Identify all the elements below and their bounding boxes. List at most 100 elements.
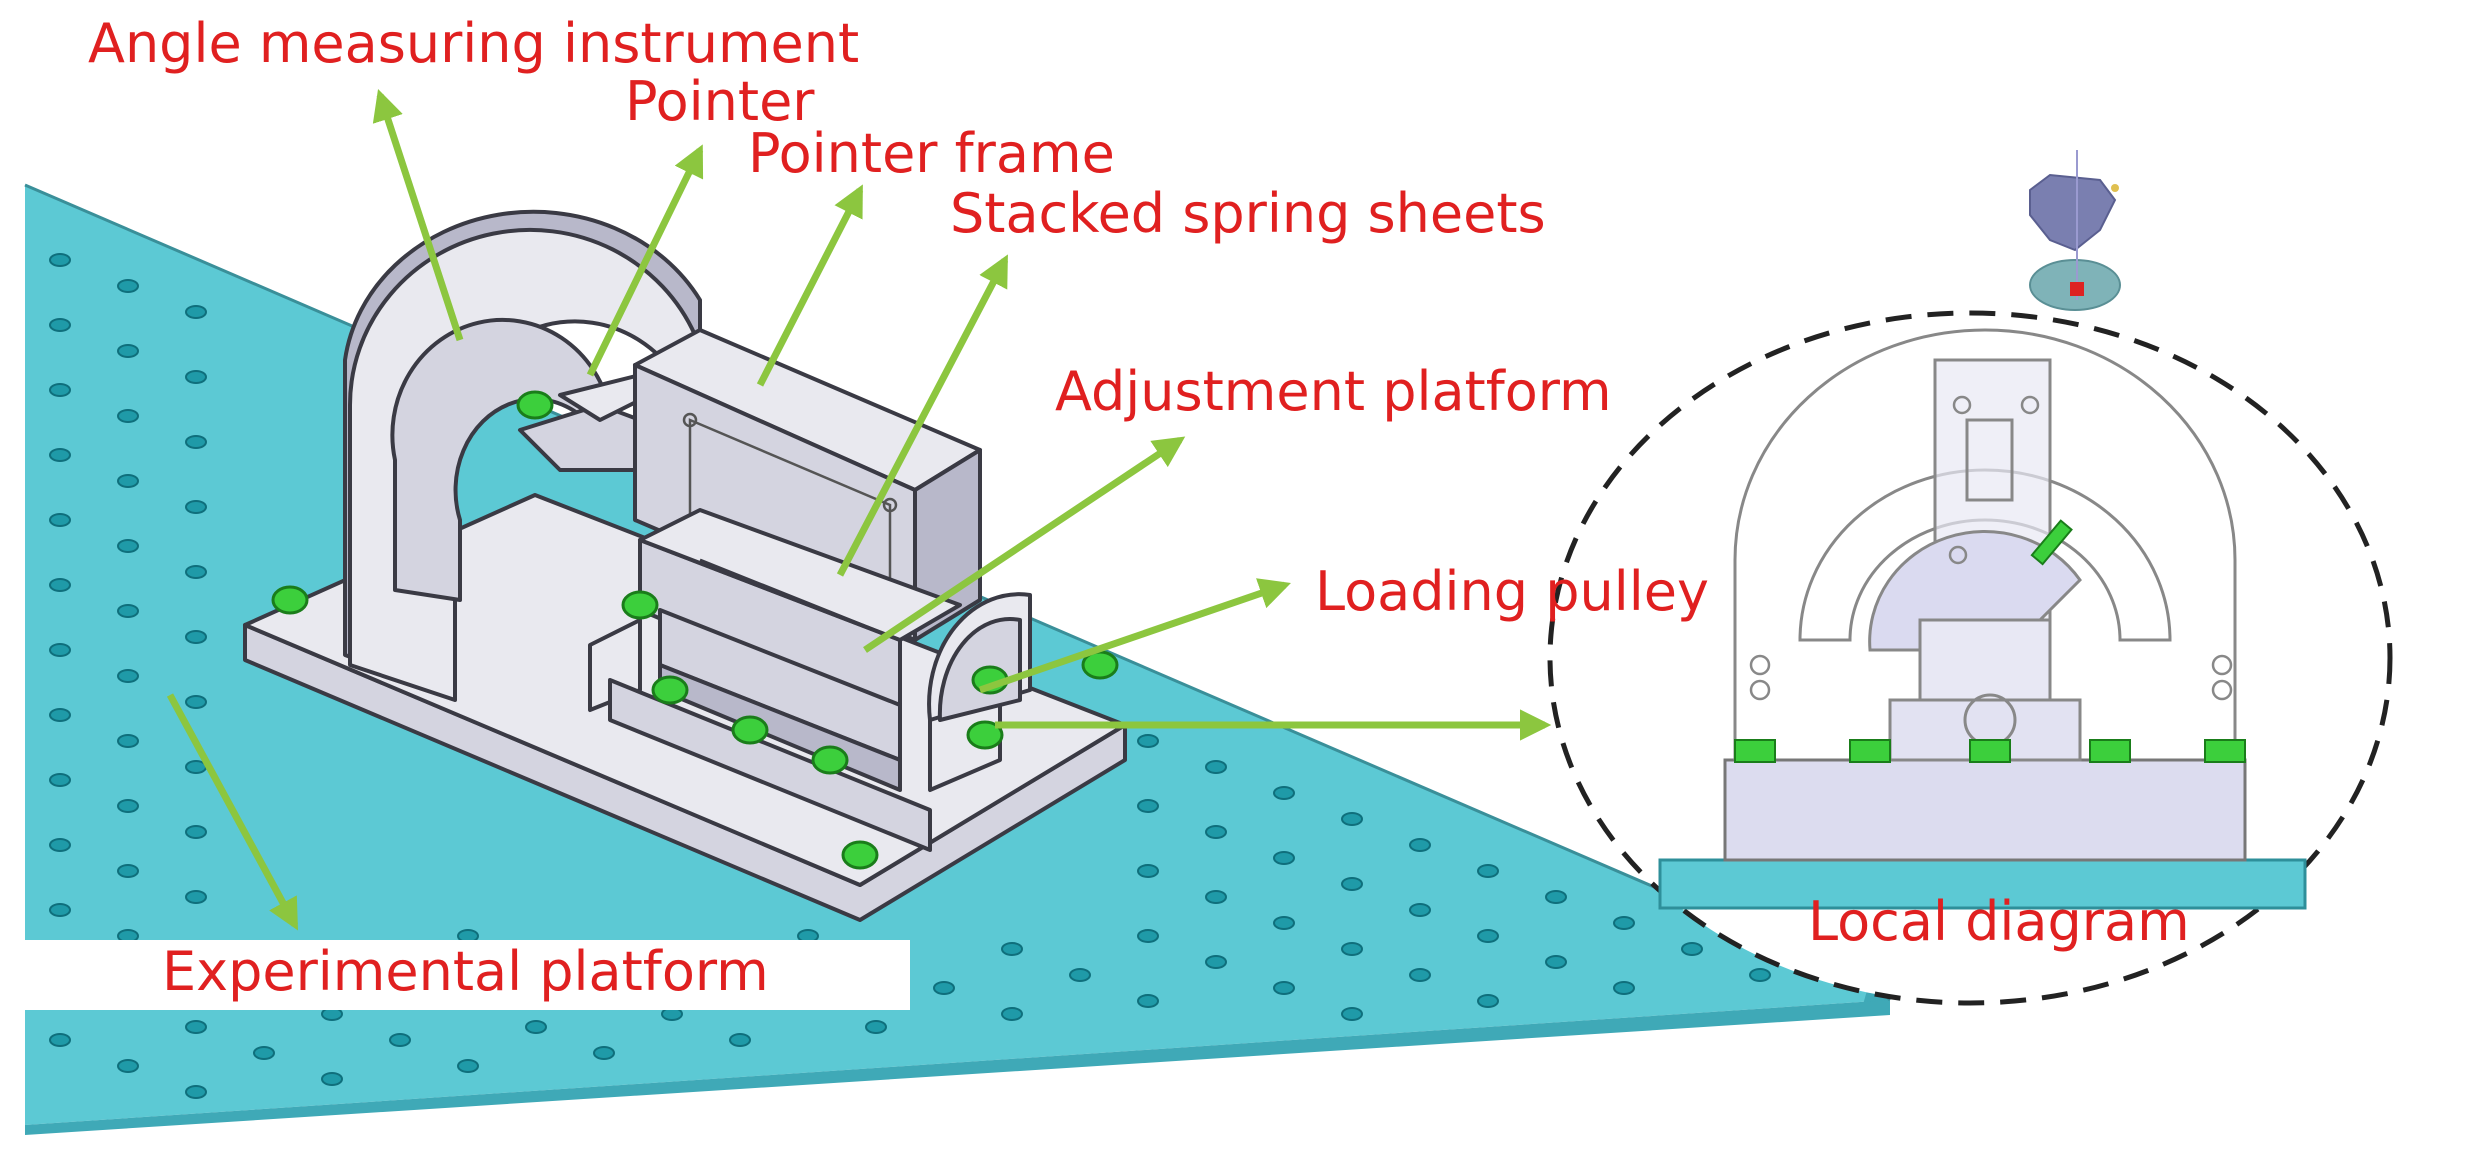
arrow-pointer-frame — [756, 184, 864, 387]
label-pointer-frame: Pointer frame — [748, 122, 1115, 185]
bolt-icon — [2089, 739, 2131, 763]
bolt-icon — [271, 585, 309, 615]
platform-hole — [321, 1072, 343, 1086]
platform-hole — [1409, 838, 1431, 852]
label-adjustment-platform: Adjustment platform — [1055, 360, 1612, 423]
stacked-spring-sheets — [638, 508, 962, 792]
platform-hole — [49, 253, 71, 267]
platform-hole — [185, 370, 207, 384]
platform-hole — [253, 1046, 275, 1060]
platform-hole — [1001, 1007, 1023, 1021]
platform-hole — [117, 409, 139, 423]
platform-hole — [1205, 825, 1227, 839]
label-stacked-spring-sheets: Stacked spring sheets — [950, 182, 1546, 245]
arrow-experimental-platform — [166, 693, 299, 931]
arrow-pointer — [586, 144, 704, 377]
arrow-angle-measuring-instrument — [372, 89, 464, 342]
platform-hole — [1137, 994, 1159, 1008]
platform-hole — [1341, 1007, 1363, 1021]
platform-hole — [117, 799, 139, 813]
bolt-icon — [651, 675, 689, 705]
platform-hole — [525, 1020, 547, 1034]
platform-hole — [1137, 864, 1159, 878]
platform-hole — [1137, 799, 1159, 813]
bolt-icon — [2204, 739, 2246, 763]
platform-hole — [1409, 968, 1431, 982]
platform-hole — [1681, 942, 1703, 956]
label-experimental-platform: Experimental platform — [162, 940, 769, 1003]
platform-hole — [593, 1046, 615, 1060]
bolt-icon — [966, 720, 1004, 750]
platform-hole — [1205, 760, 1227, 774]
platform-hole — [1205, 890, 1227, 904]
callout-arrows — [166, 89, 1552, 931]
platform-hole — [49, 838, 71, 852]
arrow-stacked-spring-sheets — [836, 254, 1009, 577]
label-angle-measuring-instrument: Angle measuring instrument — [88, 12, 859, 75]
platform-hole — [49, 708, 71, 722]
platform-hole — [185, 565, 207, 579]
label-loading-pulley: Loading pulley — [1315, 560, 1709, 623]
platform-hole — [49, 773, 71, 787]
platform-hole — [1749, 968, 1771, 982]
local-diagram-detail — [1658, 328, 2307, 910]
platform-hole — [1613, 916, 1635, 930]
platform-hole — [1137, 929, 1159, 943]
platform-hole — [185, 890, 207, 904]
platform-hole — [1273, 981, 1295, 995]
bolt-icon — [811, 745, 849, 775]
bolt-icon — [841, 840, 879, 870]
assembly-bolts — [271, 390, 1119, 870]
platform-hole — [1545, 955, 1567, 969]
platform-hole — [185, 1085, 207, 1099]
platform-hole — [185, 435, 207, 449]
arrow-loading-pulley — [978, 578, 1291, 694]
platform-hole — [1001, 942, 1023, 956]
platform-hole — [1477, 929, 1499, 943]
platform-hole — [1477, 864, 1499, 878]
platform-hole — [1477, 994, 1499, 1008]
bolt-icon — [516, 390, 554, 420]
orientation-widget-icon — [2029, 150, 2121, 311]
platform-hole — [185, 305, 207, 319]
platform-hole — [185, 1020, 207, 1034]
label-pointer: Pointer — [625, 70, 815, 133]
platform-hole — [117, 669, 139, 683]
platform-hole — [185, 825, 207, 839]
platform-hole — [185, 630, 207, 644]
bolt-icon — [1849, 739, 1891, 763]
label-local-diagram: Local diagram — [1808, 890, 2190, 953]
bolt-icon — [1969, 739, 2011, 763]
experimental-platform-label-box — [25, 940, 910, 1010]
platform-hole — [49, 903, 71, 917]
platform-hole — [1069, 968, 1091, 982]
platform-hole — [1341, 812, 1363, 826]
bolt-icon — [621, 590, 659, 620]
arrow-adjustment-platform — [863, 436, 1186, 653]
platform-hole — [49, 383, 71, 397]
platform-hole — [49, 513, 71, 527]
platform-hole — [49, 448, 71, 462]
angle-measuring-instrument — [343, 209, 702, 702]
platform-hole — [117, 604, 139, 618]
platform-hole — [117, 864, 139, 878]
platform-hole — [933, 981, 955, 995]
platform-hole — [117, 344, 139, 358]
platform-hole — [49, 318, 71, 332]
platform-hole — [1273, 916, 1295, 930]
platform-hole — [117, 539, 139, 553]
platform-hole — [117, 279, 139, 293]
platform-hole — [49, 643, 71, 657]
bolt-icon — [731, 715, 769, 745]
platform-hole — [457, 1059, 479, 1073]
platform-hole — [185, 500, 207, 514]
platform-hole — [117, 734, 139, 748]
platform-hole — [1545, 890, 1567, 904]
platform-hole — [729, 1033, 751, 1047]
platform-hole — [865, 1020, 887, 1034]
bolt-icon — [1734, 739, 1776, 763]
platform-hole — [49, 578, 71, 592]
platform-hole — [117, 1059, 139, 1073]
platform-hole — [185, 695, 207, 709]
platform-hole — [1341, 942, 1363, 956]
